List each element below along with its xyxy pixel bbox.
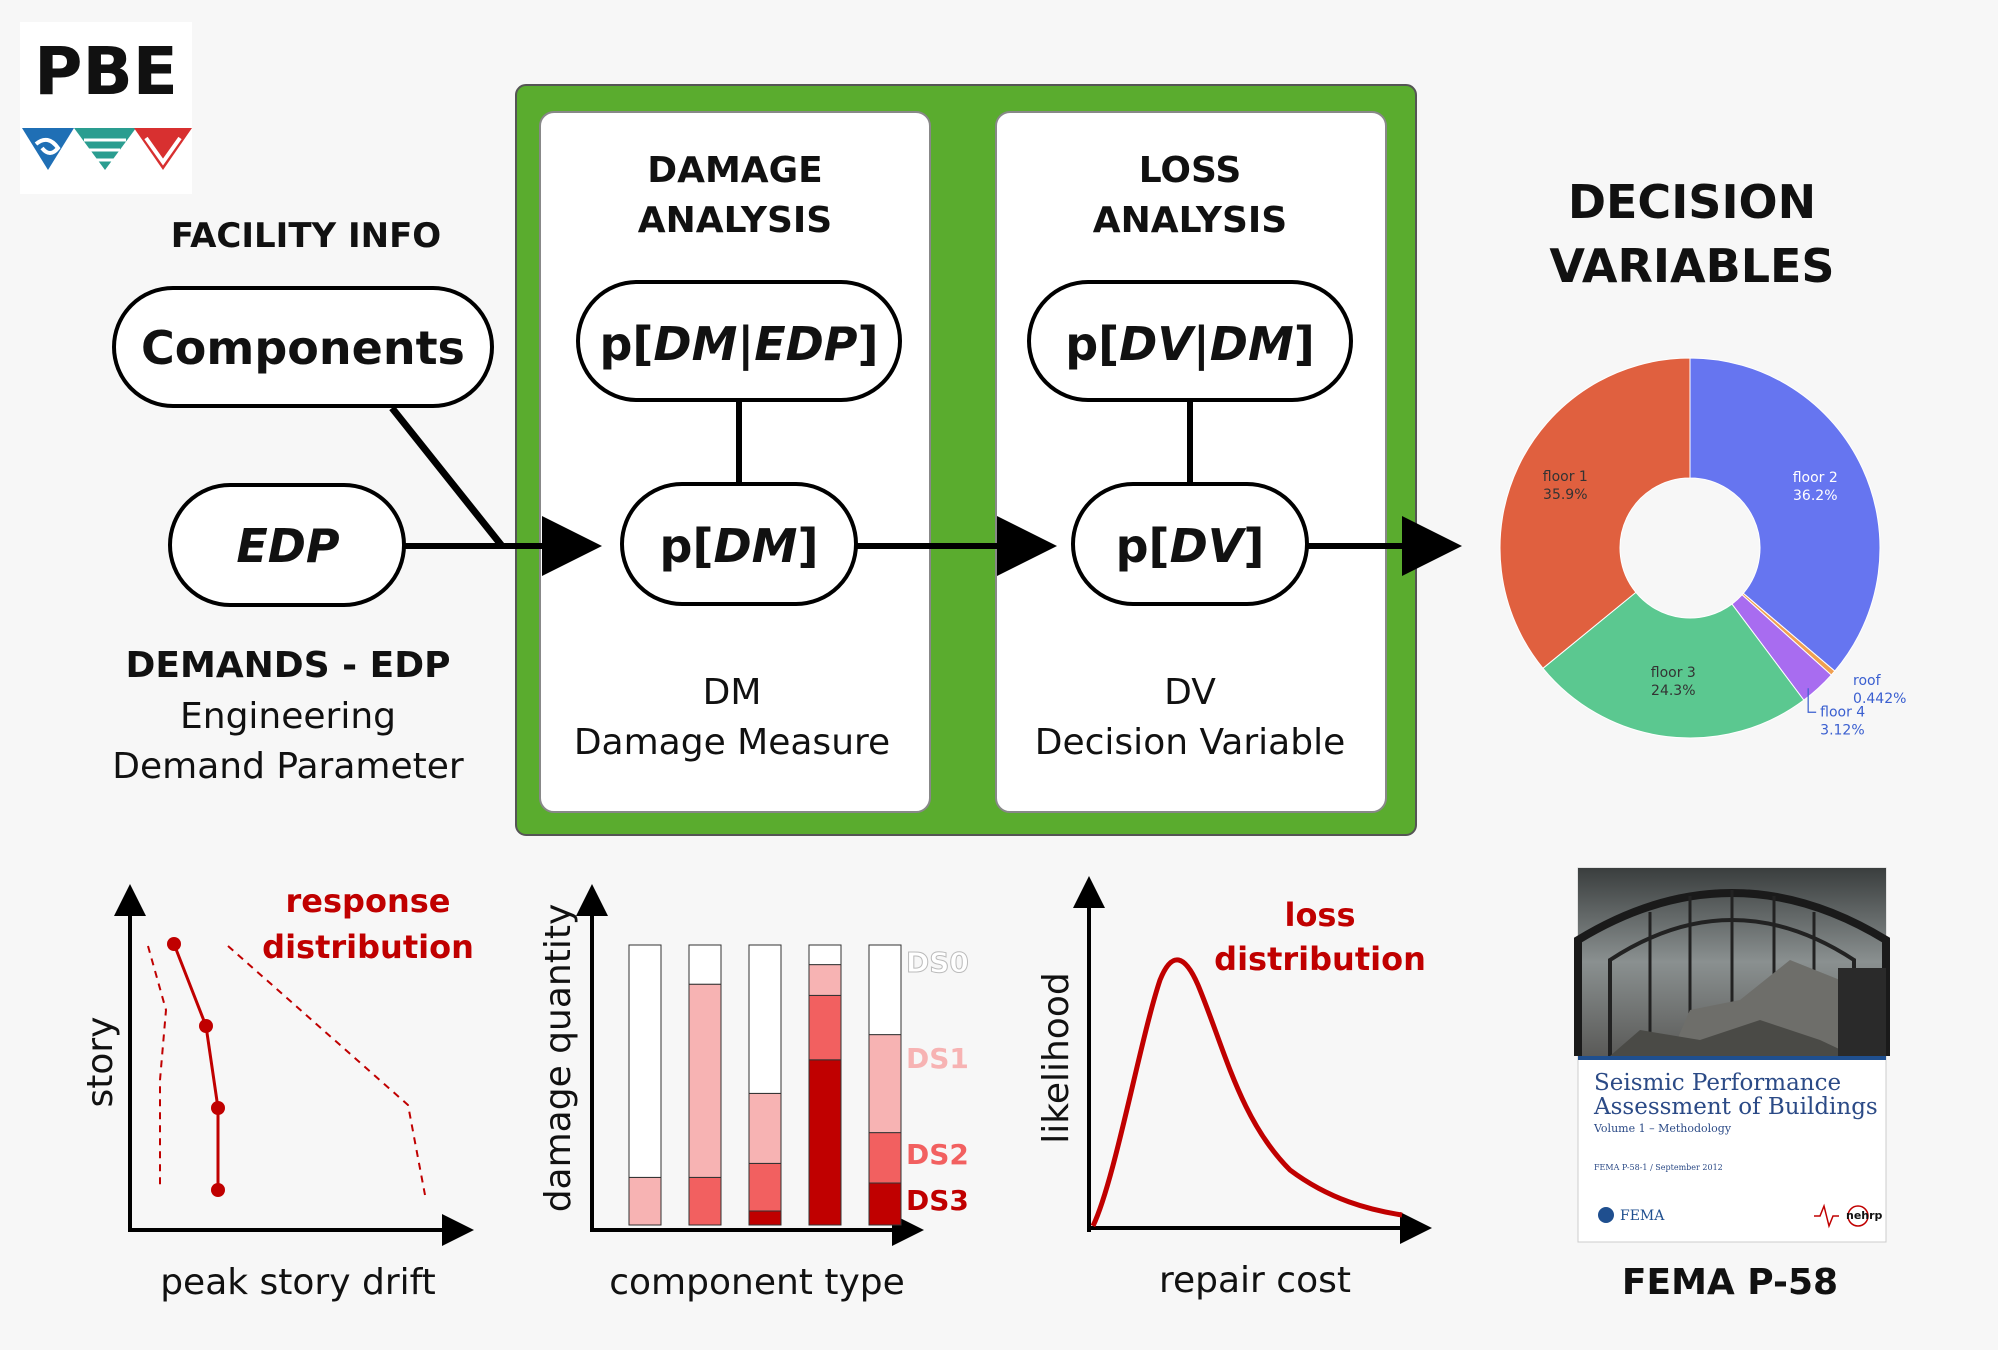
drift-point bbox=[199, 1019, 213, 1033]
pie-pct: 36.2% bbox=[1793, 488, 1837, 504]
ds-label: DS0 bbox=[906, 946, 969, 979]
ds-label: DS3 bbox=[906, 1184, 969, 1217]
damage-x-label: component type bbox=[609, 1262, 905, 1303]
ds-label: DS2 bbox=[906, 1138, 969, 1171]
bar-segment-ds0 bbox=[688, 944, 722, 985]
bar-segment-ds1 bbox=[808, 964, 842, 996]
pie-slice-floor-2 bbox=[1689, 357, 1881, 672]
fema-seal-icon bbox=[1598, 1207, 1614, 1223]
bar-segment-ds0 bbox=[868, 944, 902, 1036]
loss-analysis-title1: LOSS bbox=[1139, 150, 1242, 191]
drift-y-label: story bbox=[80, 1016, 121, 1107]
cover-code: FEMA P-58-1 / September 2012 bbox=[1594, 1163, 1723, 1172]
loss-y-label: likelihood bbox=[1036, 972, 1077, 1143]
p-dm-label: p[DM] bbox=[660, 519, 819, 573]
loss-x-label: repair cost bbox=[1159, 1260, 1351, 1301]
damage-bars bbox=[628, 944, 902, 1226]
pie-leader-floor-4 bbox=[1807, 688, 1817, 713]
dm-abbr: DM bbox=[703, 672, 762, 713]
loss-chart: loss distribution likelihood repair cost bbox=[1036, 876, 1432, 1301]
pie-pct: 35.9% bbox=[1543, 487, 1587, 503]
drift-lower-bound bbox=[147, 945, 168, 1190]
drift-point bbox=[211, 1101, 225, 1115]
loss-annotation1: loss bbox=[1284, 896, 1355, 934]
logo-text: PBE bbox=[34, 33, 178, 110]
cover-subtitle: Volume 1 – Methodology bbox=[1593, 1122, 1732, 1135]
drift-point bbox=[167, 937, 181, 951]
drift-chart: response distribution story peak story d… bbox=[80, 882, 474, 1303]
drift-annotation2: distribution bbox=[262, 928, 474, 966]
drift-series bbox=[167, 937, 225, 1197]
pie-label: floor 3 bbox=[1651, 665, 1696, 681]
pie-pct: 24.3% bbox=[1651, 683, 1695, 699]
bar-segment-ds2 bbox=[808, 994, 842, 1061]
drift-point bbox=[211, 1183, 225, 1197]
decision-title2: VARIABLES bbox=[1549, 239, 1834, 293]
bar-segment-ds0 bbox=[808, 944, 842, 966]
loss-analysis-title2: ANALYSIS bbox=[1093, 200, 1288, 241]
nehrp-seal-icon bbox=[1847, 1205, 1869, 1227]
edp-label: EDP bbox=[236, 519, 340, 573]
bar-segment-ds1 bbox=[748, 1092, 782, 1164]
components-to-flow-arrow bbox=[389, 405, 505, 549]
bar-segment-ds3 bbox=[748, 1210, 782, 1226]
bar-segment-ds0 bbox=[748, 944, 782, 1094]
fema-cover: Seismic Performance Assessment of Buildi… bbox=[1574, 867, 1890, 1243]
p-dv-label: p[DV] bbox=[1116, 519, 1265, 573]
p-dm-given-edp-label: p[DM|EDP] bbox=[599, 317, 878, 372]
pie-slice-floor-1 bbox=[1499, 357, 1691, 670]
cover-title1: Seismic Performance bbox=[1594, 1070, 1841, 1096]
bar-segment-ds2 bbox=[748, 1162, 782, 1212]
pie-slice-floor-3 bbox=[1542, 591, 1805, 739]
demands-line2: Demand Parameter bbox=[112, 746, 464, 787]
dv-abbr: DV bbox=[1164, 672, 1216, 713]
bar-segment-ds1 bbox=[868, 1034, 902, 1134]
bar-segment-ds2 bbox=[688, 1176, 722, 1226]
pie-pct: 3.12% bbox=[1820, 722, 1864, 738]
bar-segment-ds0 bbox=[628, 944, 662, 1178]
cover-title2: Assessment of Buildings bbox=[1593, 1094, 1878, 1120]
loss-annotation2: distribution bbox=[1214, 940, 1426, 978]
fema-logo-text: FEMA bbox=[1620, 1208, 1665, 1224]
dv-desc: Decision Variable bbox=[1035, 722, 1345, 763]
facility-info-title: FACILITY INFO bbox=[171, 216, 441, 256]
drift-annotation1: response bbox=[286, 882, 451, 920]
nehrp-logo-text: nehrp bbox=[1846, 1209, 1883, 1222]
drift-line bbox=[172, 943, 220, 1190]
bar-segment-ds3 bbox=[808, 1059, 842, 1226]
damage-analysis-title2: ANALYSIS bbox=[638, 200, 833, 241]
drift-upper-bound bbox=[227, 945, 426, 1196]
components-node bbox=[112, 286, 494, 408]
p-dv-given-dm-label: p[DV|DM] bbox=[1065, 317, 1315, 372]
bar-segment-ds1 bbox=[688, 983, 722, 1178]
pie-label: floor 2 bbox=[1793, 470, 1838, 486]
pie-label: floor 1 bbox=[1543, 469, 1588, 485]
decision-pie-chart: floor 2 36.2% roof 0.442%floor 4 3.12% floor … bbox=[1499, 357, 1906, 739]
pie-pct: 0.442% bbox=[1853, 691, 1906, 707]
drift-x-label: peak story drift bbox=[160, 1262, 436, 1303]
demands-title: DEMANDS - EDP bbox=[126, 645, 451, 686]
pie-label: floor 4 bbox=[1820, 704, 1865, 720]
loss-curve bbox=[1090, 957, 1403, 1228]
logo-emblem-icon bbox=[22, 128, 192, 170]
pbe-logo: PBE bbox=[20, 22, 192, 194]
damage-analysis-title1: DAMAGE bbox=[647, 150, 823, 191]
fema-caption: FEMA P-58 bbox=[1622, 1262, 1838, 1303]
bar-segment-ds1 bbox=[628, 1176, 662, 1226]
damage-y-label: damage quantity bbox=[538, 904, 579, 1213]
pie-label: roof bbox=[1853, 673, 1882, 689]
bar-segment-ds3 bbox=[868, 1182, 902, 1226]
dm-desc: Damage Measure bbox=[574, 722, 890, 763]
nehrp-pulse-icon bbox=[1814, 1203, 1839, 1229]
bar-segment-ds2 bbox=[868, 1132, 902, 1184]
decision-title1: DECISION bbox=[1568, 175, 1816, 229]
demands-line1: Engineering bbox=[180, 696, 396, 737]
cover-photo bbox=[1574, 868, 1890, 1056]
ds-label: DS1 bbox=[906, 1042, 969, 1075]
components-label: Components bbox=[141, 321, 465, 375]
